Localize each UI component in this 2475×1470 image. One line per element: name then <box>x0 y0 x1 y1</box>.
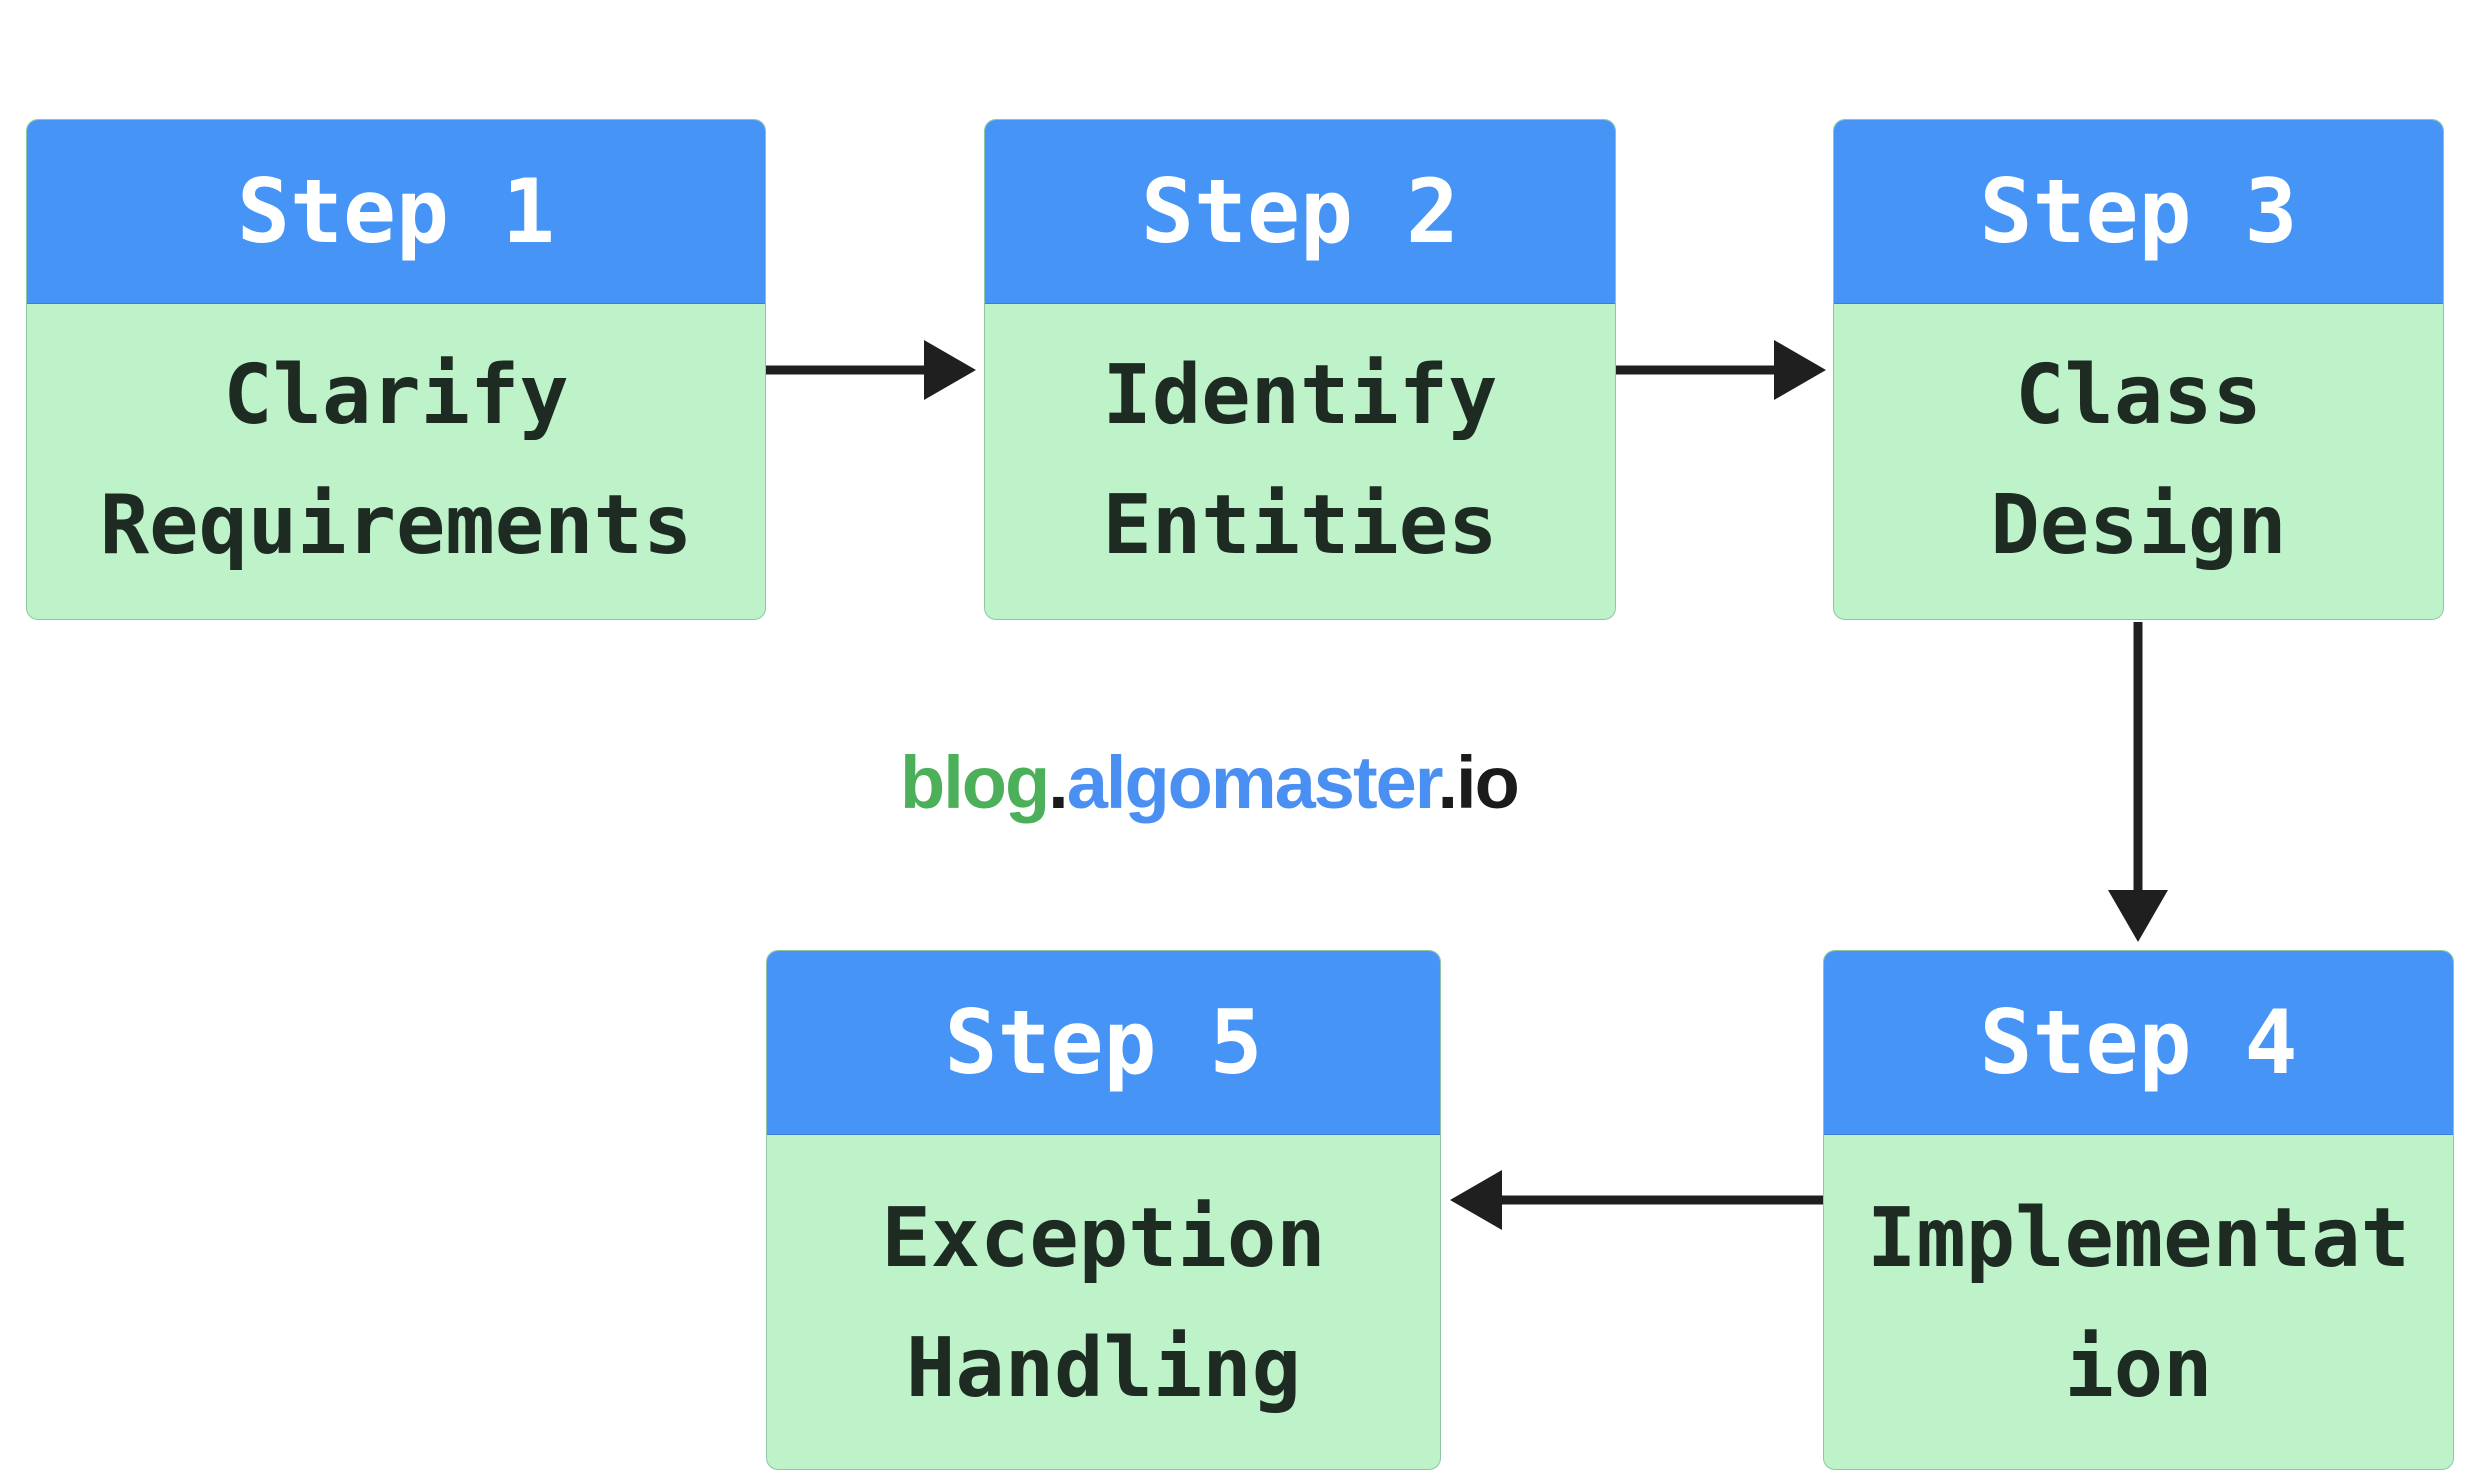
step-card-5: Step 5 Exception Handling <box>766 950 1441 1470</box>
step-label-line: Requirements <box>99 478 693 573</box>
step-body: Exception Handling <box>767 1134 1440 1469</box>
step-label-line: Class <box>2015 348 2262 443</box>
arrowhead-step2 <box>924 340 976 400</box>
step-body: Identify Entities <box>985 303 1615 619</box>
watermark-algomaster: algomaster <box>1066 741 1440 824</box>
step-header: Step 5 <box>767 951 1440 1135</box>
step-label-line: Clarify <box>223 348 569 443</box>
watermark: blog.algomaster.io <box>900 740 1580 825</box>
step-card-2: Step 2 Identify Entities <box>984 119 1616 620</box>
step-label-line: Identify <box>1102 348 1498 443</box>
step-card-1: Step 1 Clarify Requirements <box>26 119 766 620</box>
watermark-dot: . <box>1048 741 1069 824</box>
step-header: Step 3 <box>1834 120 2443 304</box>
step-header: Step 1 <box>27 120 765 304</box>
step-body: Class Design <box>1834 303 2443 619</box>
arrowhead-step3 <box>1774 340 1826 400</box>
watermark-blog: blog <box>900 741 1050 824</box>
watermark-dot: . <box>1437 741 1458 824</box>
step-label-line: Exception <box>881 1191 1326 1286</box>
step-label-line: ion <box>2064 1321 2213 1416</box>
watermark-io: io <box>1456 741 1520 824</box>
step-label-line: Entities <box>1102 478 1498 573</box>
step-header: Step 2 <box>985 120 1615 304</box>
step-card-4: Step 4 Implementat ion <box>1823 950 2454 1470</box>
step-body: Implementat ion <box>1824 1134 2453 1469</box>
step-body: Clarify Requirements <box>27 303 765 619</box>
step-label-line: Implementat <box>1866 1191 2411 1286</box>
step-header: Step 4 <box>1824 951 2453 1135</box>
step-label-line: Handling <box>906 1321 1301 1416</box>
arrowhead-step5 <box>1450 1170 1502 1230</box>
step-label-line: Design <box>1990 478 2287 573</box>
arrowhead-step4 <box>2108 890 2168 942</box>
step-card-3: Step 3 Class Design <box>1833 119 2444 620</box>
